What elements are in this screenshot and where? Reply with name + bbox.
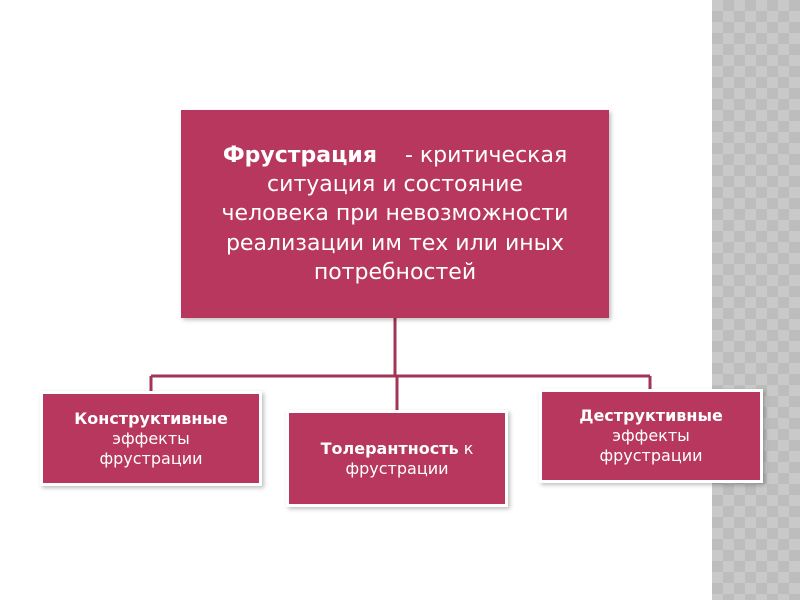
constructive-effects-box: Конструктивные эффекты фрустрации bbox=[40, 391, 262, 486]
destructive-line-2: эффекты bbox=[612, 426, 690, 445]
frustration-definition-box: Фрустрация - критическая ситуация и сост… bbox=[181, 110, 609, 318]
constructive-title: Конструктивные bbox=[74, 408, 228, 428]
definition-line-4: реализации им тех или иных bbox=[225, 230, 565, 256]
definition-line-1: - критическая bbox=[404, 142, 568, 168]
tolerance-suffix: к bbox=[458, 438, 474, 458]
definition-line-5: потребностей bbox=[313, 259, 477, 285]
definition-line-3: человека при невозможности bbox=[221, 201, 569, 227]
destructive-title: Деструктивные bbox=[579, 406, 723, 425]
destructive-effects-box: Деструктивные эффекты фрустрации bbox=[539, 389, 763, 483]
definition-line-2: ситуация и состояние bbox=[267, 172, 523, 198]
tolerance-box: Толерантность к фрустрации bbox=[286, 410, 508, 507]
tolerance-title: Толерантность bbox=[320, 438, 459, 458]
constructive-line-2: эффекты bbox=[112, 428, 190, 448]
constructive-line-3: фрустрации bbox=[99, 448, 203, 468]
decorative-side-pattern bbox=[712, 0, 800, 600]
destructive-line-3: фрустрации bbox=[599, 446, 703, 465]
tolerance-line-2: фрустрации bbox=[345, 458, 449, 478]
frustration-term: Фрустрация bbox=[222, 142, 377, 168]
